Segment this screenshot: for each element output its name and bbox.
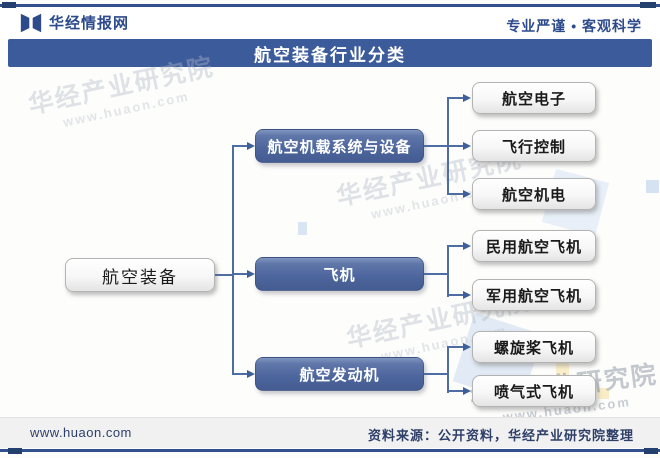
connector-line (424, 145, 448, 147)
arrowhead (463, 190, 471, 198)
connector-line (447, 346, 463, 348)
connector-line (447, 97, 463, 99)
huajing-logo-icon (20, 13, 42, 33)
connector-line (215, 274, 233, 276)
leaf-node-aero-electromech: 航空机电 (472, 178, 596, 210)
connector-line (424, 373, 448, 375)
arrowhead (463, 142, 471, 150)
connector-line (447, 346, 449, 393)
arrowhead (463, 242, 471, 250)
connector-line (424, 273, 448, 275)
connector-line (447, 390, 463, 392)
arrowhead (463, 291, 471, 299)
header-slogan: 专业严谨 • 客观科学 (506, 18, 642, 34)
connector-line (232, 145, 234, 375)
root-node: 航空装备 (65, 258, 215, 292)
branch-node-aero-engine: 航空发动机 (255, 357, 424, 391)
title-bar: 航空装备行业分类 (8, 39, 652, 67)
arrowhead (247, 370, 255, 378)
leaf-node-avionics: 航空电子 (472, 82, 596, 114)
arrowhead (463, 343, 471, 351)
connector-line (447, 294, 463, 296)
arrowhead (463, 387, 471, 395)
page-title: 航空装备行业分类 (254, 45, 406, 65)
connector-line (447, 193, 463, 195)
header-bar: 华经情报网 专业严谨 • 客观科学 (0, 8, 660, 39)
footer-site-url: www.huaon.com (30, 425, 132, 440)
arrowhead (463, 94, 471, 102)
arrowhead (247, 270, 255, 278)
bottom-right-corner-accent (644, 447, 658, 454)
arrowhead (247, 142, 255, 150)
top-right-corner-accent (640, 2, 656, 9)
leaf-node-civil-aircraft: 民用航空飞机 (472, 230, 596, 262)
branch-node-aircraft: 飞机 (255, 257, 424, 291)
leaf-node-jet-aircraft: 喷气式飞机 (472, 375, 596, 407)
brand: 华经情报网 (20, 12, 129, 33)
branch-node-airborne-systems: 航空机载系统与设备 (255, 129, 424, 163)
connector-line (232, 373, 247, 375)
footer-bar: www.huaon.com 资料来源：公开资料，华经产业研究院整理 (0, 417, 660, 448)
bottom-left-corner-accent (8, 447, 22, 454)
top-left-corner-accent (2, 2, 16, 9)
connector-line (232, 145, 247, 147)
brand-name: 华经情报网 (49, 15, 130, 32)
leaf-node-flight-control: 飞行控制 (472, 130, 596, 162)
connector-line (232, 273, 247, 275)
connector-line (447, 245, 463, 247)
footer-source-note: 资料来源：公开资料，华经产业研究院整理 (367, 428, 634, 443)
connector-line (447, 245, 449, 297)
bottom-border-line (0, 449, 660, 452)
top-border-line (0, 4, 660, 7)
leaf-node-military-aircraft: 军用航空飞机 (472, 279, 596, 311)
leaf-node-propeller-aircraft: 螺旋桨飞机 (472, 331, 596, 363)
connector-line (447, 145, 463, 147)
